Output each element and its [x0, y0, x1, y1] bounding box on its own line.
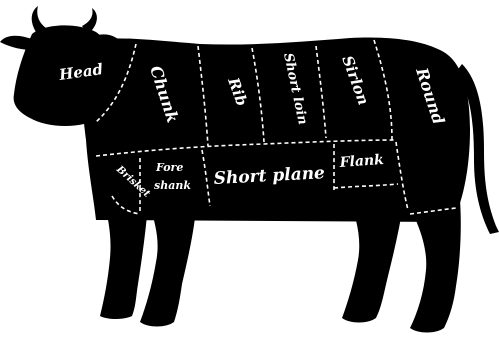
left-horn — [32, 6, 46, 32]
label-flank: Flank — [338, 152, 385, 171]
label-fore-shank-line2: shank — [154, 179, 191, 192]
front-leg-right — [140, 206, 196, 327]
label-fore-shank-line1: Fore — [155, 161, 183, 174]
